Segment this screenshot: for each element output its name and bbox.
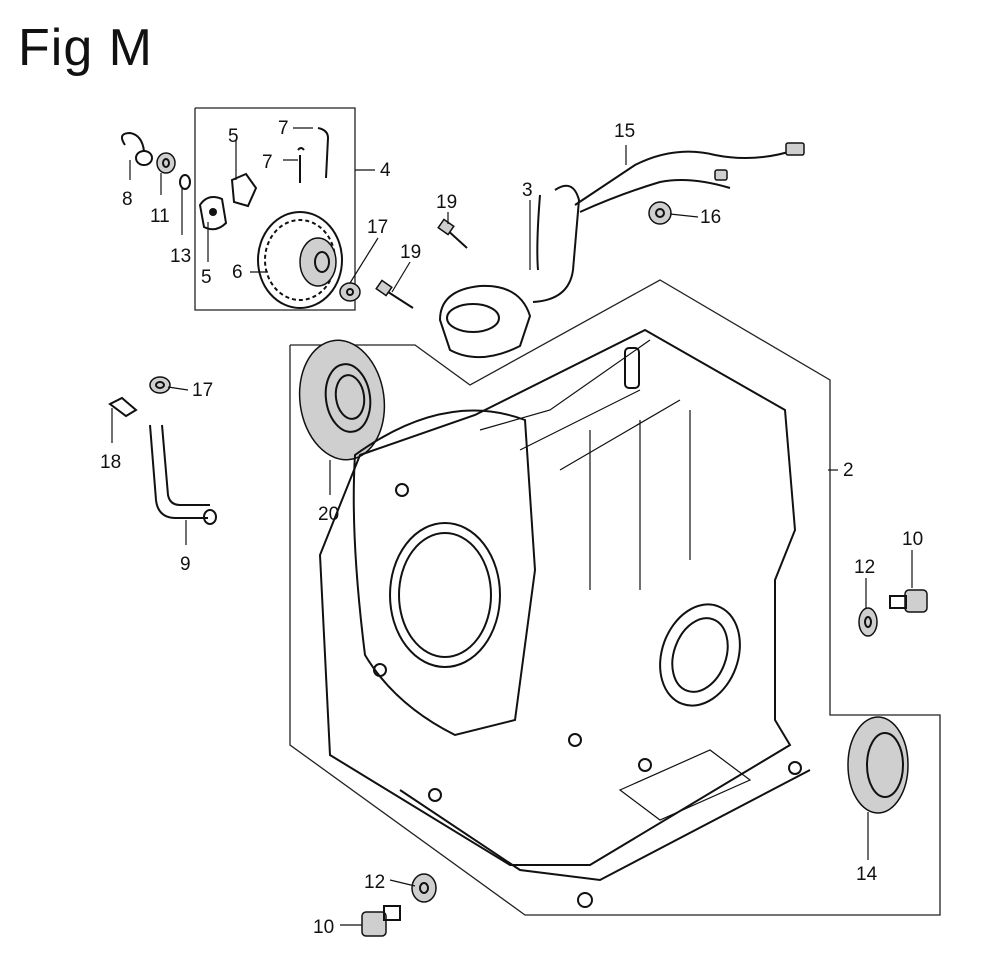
callout-18: 18 bbox=[100, 452, 121, 473]
callout-7-top: 7 bbox=[278, 118, 289, 139]
part-20-bearing bbox=[298, 339, 386, 461]
part-2-crankcase bbox=[318, 328, 811, 908]
callout-17-upper: 17 bbox=[367, 217, 388, 238]
callout-14: 14 bbox=[856, 864, 878, 885]
callout-10-bottom: 10 bbox=[313, 917, 334, 938]
part-10-drain-bolt-right bbox=[889, 589, 928, 613]
callout-5-bottom: 5 bbox=[201, 267, 212, 288]
callout-5-top: 5 bbox=[228, 126, 239, 147]
callout-12-right: 12 bbox=[854, 557, 875, 578]
callout-4: 4 bbox=[380, 160, 391, 181]
part-6-governor-gear bbox=[257, 211, 343, 309]
part-17-nut bbox=[149, 376, 171, 394]
part-12-washer-bottom bbox=[411, 873, 437, 903]
part-9-dipstick-tube bbox=[149, 424, 217, 525]
callout-20: 20 bbox=[318, 504, 339, 525]
callout-6: 6 bbox=[232, 262, 243, 283]
callout-15: 15 bbox=[614, 121, 635, 142]
part-16-grommet bbox=[648, 201, 672, 225]
part-11-washer bbox=[156, 152, 176, 174]
part-7-pins bbox=[297, 127, 330, 183]
figure-title: Fig M bbox=[18, 19, 153, 77]
callout-11: 11 bbox=[150, 206, 170, 227]
part-19-bolts bbox=[375, 218, 468, 309]
part-15-wire-harness bbox=[574, 142, 805, 213]
part-13-washer bbox=[179, 174, 191, 190]
callout-2: 2 bbox=[843, 460, 854, 481]
part-10-drain-bolt-bottom bbox=[361, 905, 401, 937]
callout-3: 3 bbox=[522, 180, 533, 201]
part-5-governor-holder bbox=[198, 172, 258, 231]
callout-12-bottom: 12 bbox=[364, 872, 385, 893]
callout-7-middle: 7 bbox=[262, 152, 273, 173]
callout-9: 9 bbox=[180, 554, 191, 575]
part-18-clip bbox=[108, 396, 138, 418]
callout-19-lower: 19 bbox=[400, 242, 421, 263]
callout-13: 13 bbox=[170, 246, 191, 267]
callout-16: 16 bbox=[700, 207, 721, 228]
part-17-washer bbox=[339, 282, 361, 302]
callout-labels: 7 7 5 5 4 8 11 13 6 17 15 3 19 19 16 17 … bbox=[100, 118, 923, 938]
crankcase-frame bbox=[289, 279, 941, 916]
callout-8: 8 bbox=[122, 189, 133, 210]
callout-17-lower: 17 bbox=[192, 380, 213, 401]
part-12-washer-right bbox=[858, 607, 878, 637]
part-14-oil-seal bbox=[847, 716, 909, 814]
callout-10-right: 10 bbox=[902, 529, 923, 550]
governor-assembly-frame bbox=[194, 107, 356, 311]
part-3-breather-tube bbox=[438, 184, 581, 359]
callout-19-upper: 19 bbox=[436, 192, 457, 213]
leader-lines bbox=[111, 127, 913, 926]
part-8-pin bbox=[120, 131, 153, 166]
